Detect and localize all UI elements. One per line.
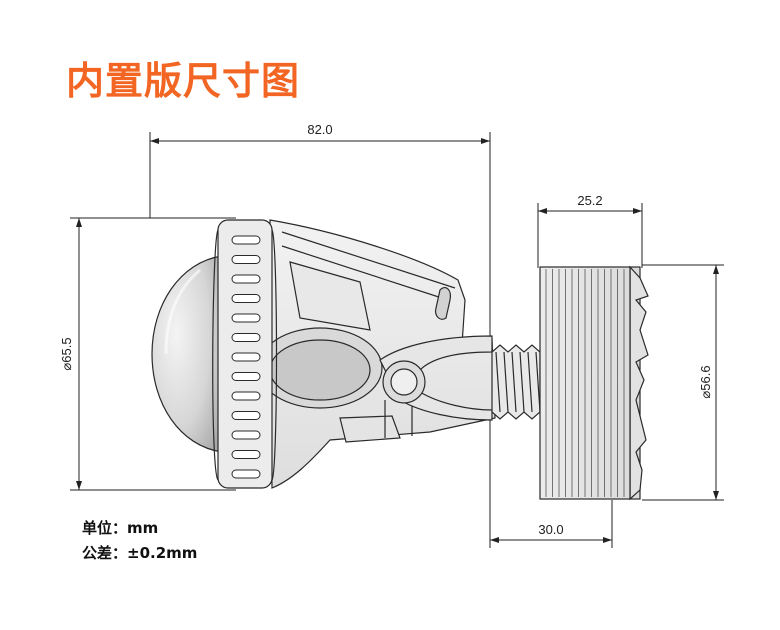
unit-label: 单位： [82, 519, 128, 537]
threaded-shaft [491, 344, 541, 420]
bezel-slot [231, 313, 261, 323]
bezel-slot [231, 391, 261, 401]
bezel-slot [231, 333, 261, 342]
tolerance-note: 公差：±0.2mm [82, 541, 197, 566]
dim-overall-length: 82.0 [307, 122, 332, 137]
dim-thread-to-knob: 30.0 [538, 522, 563, 537]
lens-dome [151, 255, 223, 453]
bezel-slot [231, 294, 261, 303]
unit-value: mm [127, 519, 159, 537]
bezel-slot [231, 235, 261, 245]
tolerance-label: 公差： [82, 544, 128, 562]
thread-line [535, 351, 541, 413]
dim-lens-diameter: ⌀65.5 [59, 337, 74, 370]
bezel-slot [231, 469, 261, 479]
thread-line [495, 351, 501, 413]
thread-line [503, 351, 509, 413]
spec-notes: 单位：mm 公差：±0.2mm [82, 516, 197, 566]
thread-line [511, 351, 517, 413]
bezel-slot [231, 352, 261, 362]
projector-lamp [151, 219, 496, 489]
bezel-slot [231, 274, 261, 284]
thread-line [527, 351, 533, 413]
bezel-slot [231, 372, 261, 381]
dimension-arrows [76, 138, 719, 543]
unit-note: 单位：mm [82, 516, 197, 541]
dim-knob-diameter: ⌀56.6 [698, 365, 713, 398]
dim-knob-length: 25.2 [577, 193, 602, 208]
bezel-slot [231, 450, 261, 459]
bezel-slot [231, 430, 261, 440]
bezel-slots [231, 235, 261, 479]
dimension-lines [70, 132, 724, 548]
knob-grooves [545, 269, 631, 497]
bezel-slot [231, 411, 261, 420]
bezel-slot [231, 255, 261, 264]
thread-line [519, 351, 525, 413]
tolerance-value: ±0.2mm [127, 544, 198, 562]
adjustment-knob [539, 265, 649, 501]
page-title: 内置版尺寸图 [66, 59, 301, 103]
